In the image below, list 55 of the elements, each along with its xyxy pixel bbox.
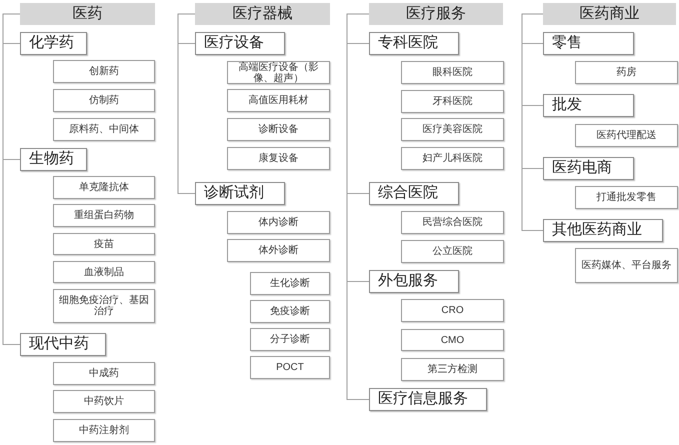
item-box: 原料药、中间体 <box>53 118 155 141</box>
subcategory-box: 零售 <box>543 32 634 55</box>
item-box: 仿制药 <box>53 89 155 112</box>
category-header: 医药 <box>20 3 155 25</box>
item-box: 医疗美容医院 <box>401 118 504 141</box>
item-box: 第三方检测 <box>401 358 504 381</box>
subcategory-box: 医疗信息服务 <box>369 388 487 411</box>
item-box: 生化诊断 <box>250 272 330 295</box>
item-box: 中药饮片 <box>53 390 155 413</box>
subcategory-box: 医药电商 <box>543 157 634 180</box>
connector-line <box>346 14 370 400</box>
item-box: 民营综合医院 <box>401 211 504 234</box>
item-box: 疫苗 <box>53 233 155 255</box>
item-box: 单克隆抗体 <box>53 176 155 199</box>
item-box: 创新药 <box>53 60 155 83</box>
item-box: 眼科医院 <box>401 61 504 84</box>
category-header: 医疗器械 <box>195 3 330 25</box>
subcategory-box: 化学药 <box>20 32 87 55</box>
category-header: 医药商业 <box>543 3 676 25</box>
subcategory-box: 生物药 <box>20 148 87 171</box>
item-box: POCT <box>250 356 330 379</box>
item-box: 中药注射剂 <box>53 419 155 442</box>
item-box: CMO <box>401 329 504 351</box>
item-box: 医药媒体、平台服务 <box>575 248 678 283</box>
item-box: 诊断设备 <box>227 118 330 141</box>
item-box: CRO <box>401 299 504 322</box>
item-box: 医药代理配送 <box>575 124 678 147</box>
item-box: 中成药 <box>53 362 155 385</box>
item-box: 高值医用耗材 <box>227 89 330 112</box>
subcategory-box: 综合医院 <box>369 182 459 205</box>
subcategory-box: 外包服务 <box>369 270 459 293</box>
subcategory-box: 医疗设备 <box>195 32 285 55</box>
item-box: 体外诊断 <box>227 239 330 262</box>
item-box: 分子诊断 <box>250 328 330 351</box>
item-box: 血液制品 <box>53 261 155 283</box>
item-box: 高端医疗设备（影像、超声） <box>227 61 330 84</box>
connector-line <box>178 14 196 194</box>
item-box: 细胞免疫治疗、基因治疗 <box>53 289 155 323</box>
subcategory-box: 批发 <box>543 94 634 117</box>
item-box: 打通批发零售 <box>575 186 678 209</box>
item-box: 牙科医院 <box>401 90 504 113</box>
item-box: 康复设备 <box>227 147 330 170</box>
connector-line <box>2 14 20 345</box>
item-box: 药房 <box>575 61 678 84</box>
item-box: 重组蛋白药物 <box>53 204 155 227</box>
connector-line <box>522 14 544 231</box>
subcategory-box: 诊断试剂 <box>195 182 285 205</box>
item-box: 公立医院 <box>401 240 504 263</box>
item-box: 妇产儿科医院 <box>401 147 504 170</box>
subcategory-box: 专科医院 <box>369 32 459 55</box>
category-header: 医疗服务 <box>369 3 503 25</box>
item-box: 体内诊断 <box>227 211 330 234</box>
subcategory-box: 现代中药 <box>20 333 106 356</box>
subcategory-box: 其他医药商业 <box>543 219 663 242</box>
item-box: 免疫诊断 <box>250 300 330 323</box>
